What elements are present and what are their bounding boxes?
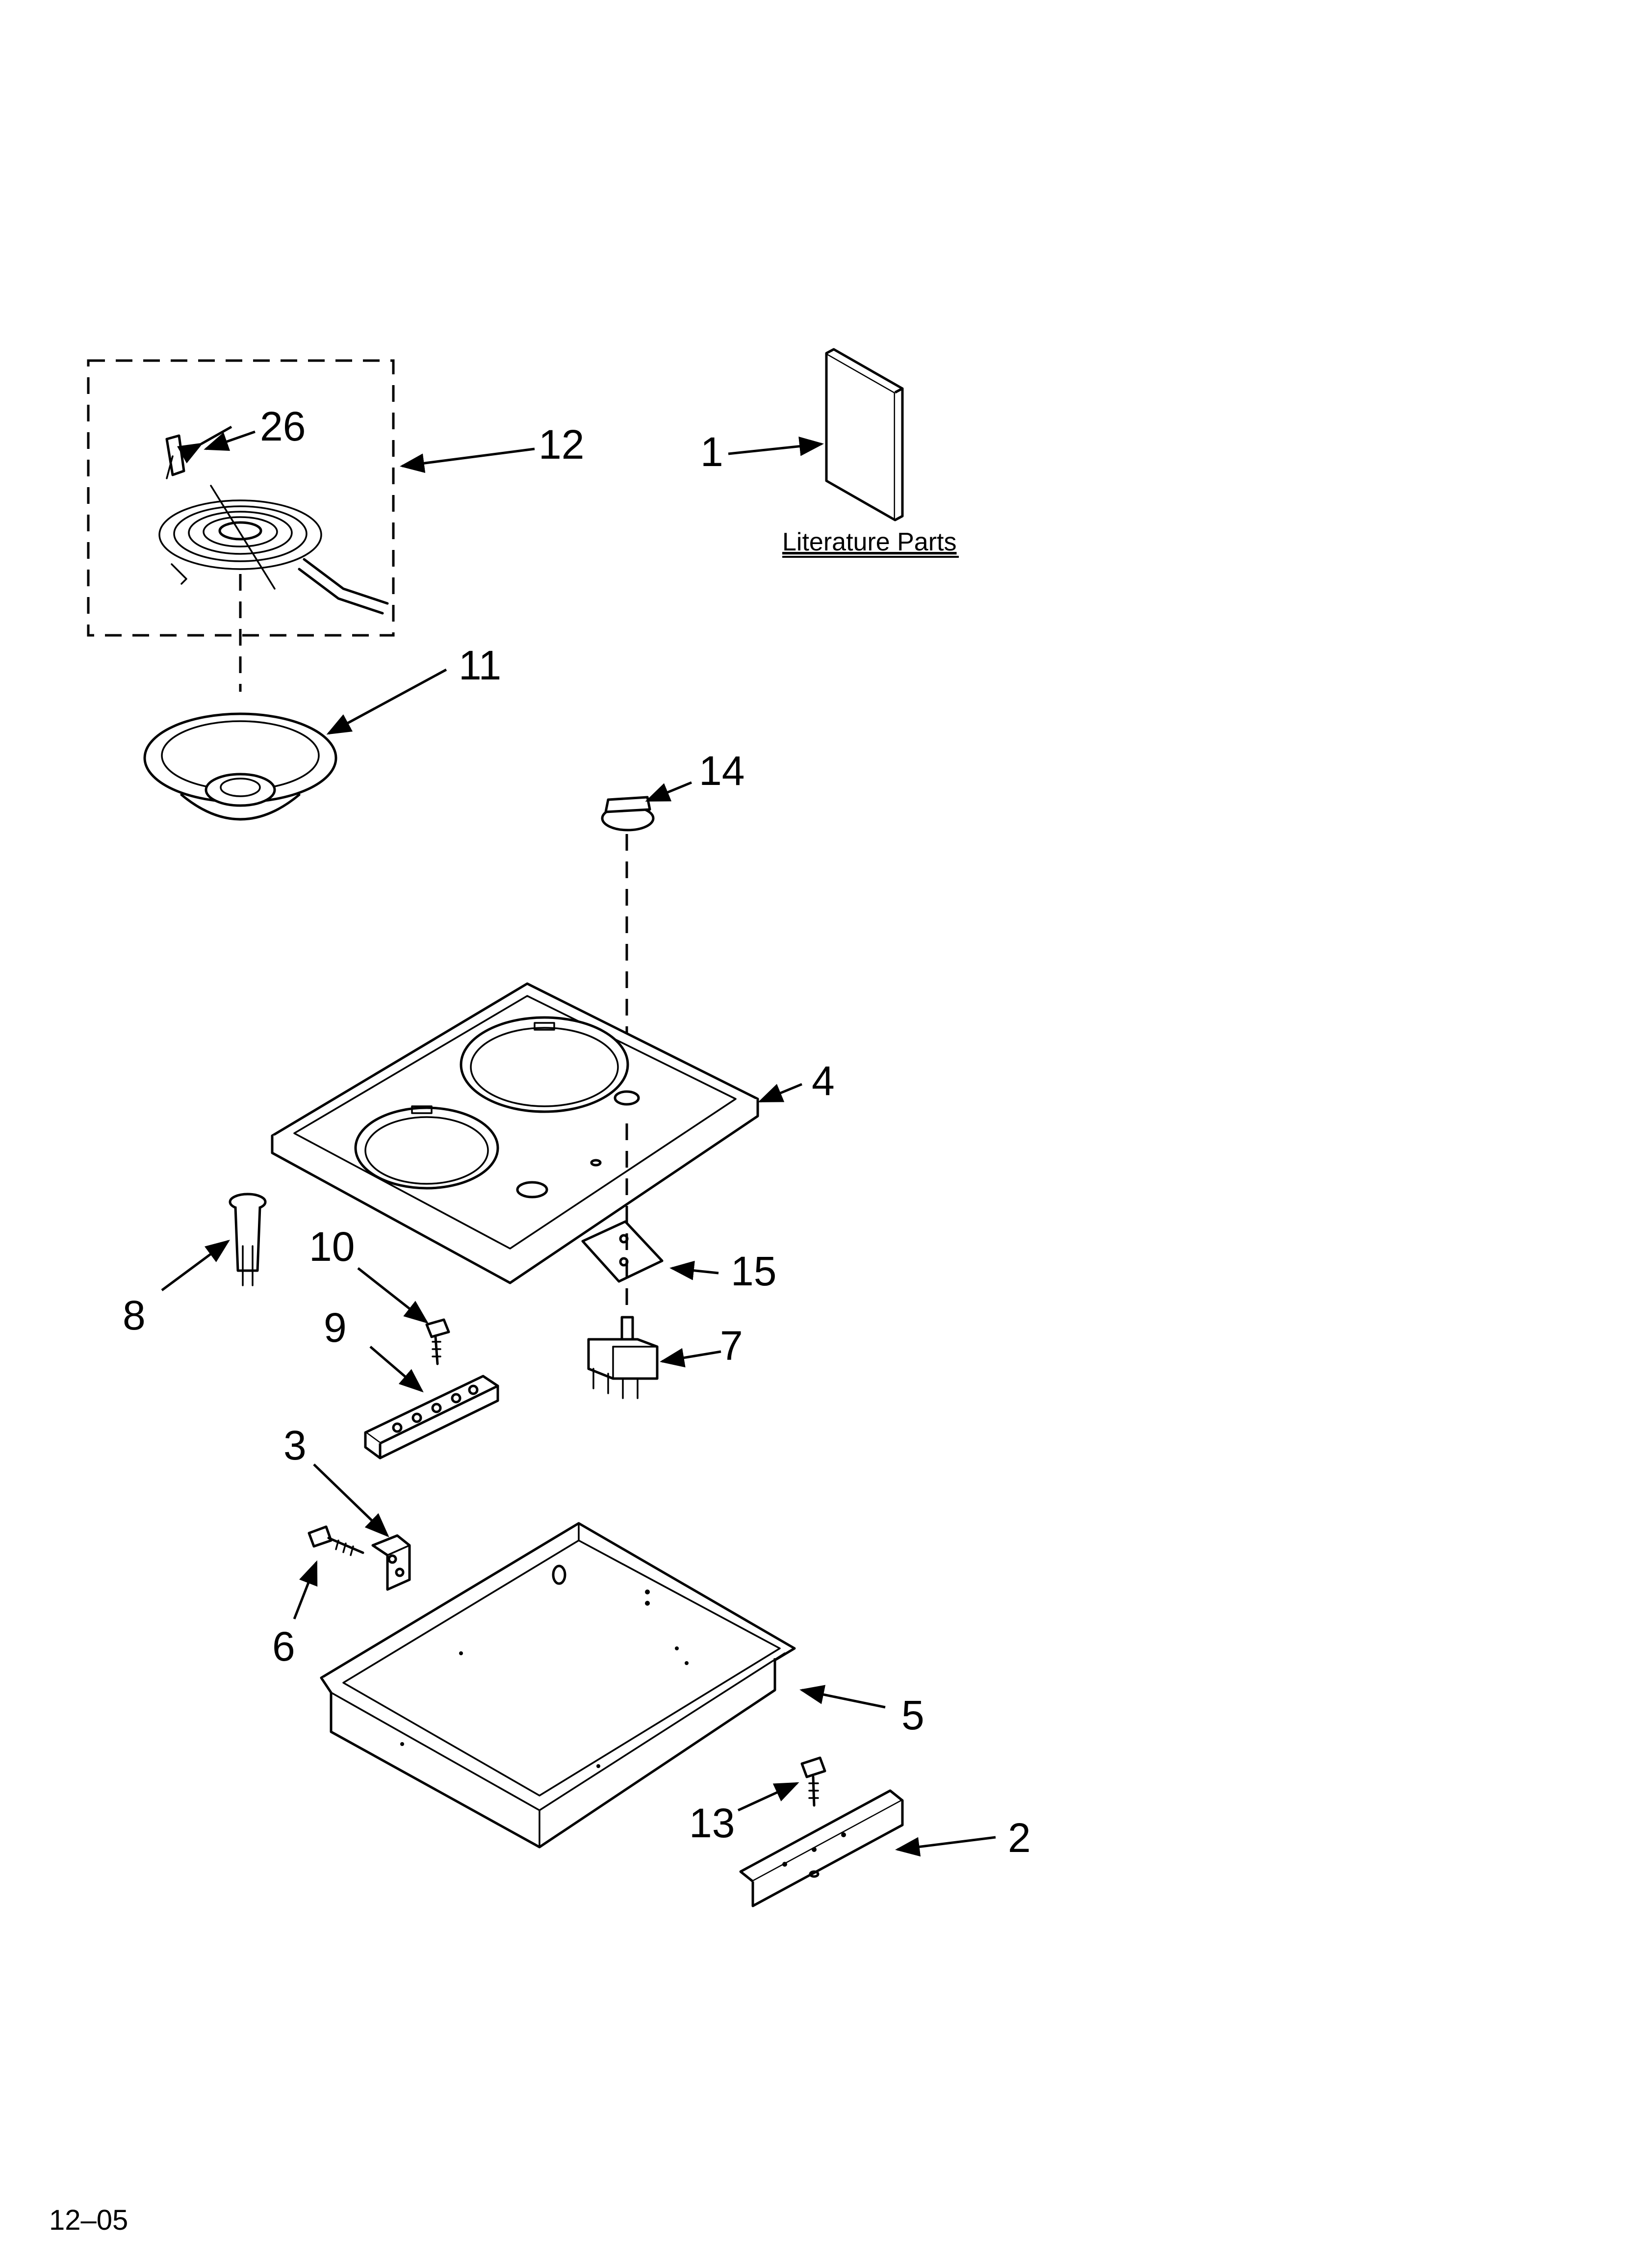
footer-code: 12–05 [49,2204,128,2236]
drip-bowl-part-11 [143,712,337,821]
leader-1 [728,436,824,456]
indicator-light-part-8 [229,1193,267,1286]
surface-element-part-12 [158,485,389,615]
callout-3: 3 [283,1422,307,1468]
leader-4 [758,1083,802,1103]
callout-11: 11 [459,642,501,688]
screw-part-6 [308,1525,364,1556]
leader-9 [369,1346,424,1393]
callout-2: 2 [1008,1815,1031,1861]
mounting-rail-part-2 [739,1789,904,1907]
infinite-switch-part-7 [587,1316,659,1399]
leader-14 [645,781,692,802]
leader-2 [895,1836,996,1857]
leader-12 [400,447,535,473]
callout-14: 14 [699,748,744,794]
leader-5 [799,1685,886,1709]
cooktop-main-top-part-4 [271,982,759,1284]
callout-26: 26 [260,403,306,449]
callout-6: 6 [272,1623,295,1669]
callout-4: 4 [812,1058,835,1104]
literature-parts-label: Literature Parts [782,528,957,556]
callout-10: 10 [309,1224,355,1270]
literature-book-part-1 [825,348,904,521]
leader-6 [293,1560,318,1619]
callout-12: 12 [539,421,584,468]
callout-7: 7 [720,1323,743,1369]
callout-13: 13 [689,1800,735,1846]
element-assembly-box [87,359,395,637]
leader-10 [357,1267,429,1324]
insulator-part-15 [581,1220,664,1283]
mounting-bracket-part-9 [364,1375,499,1460]
control-knob-part-14 [601,796,655,832]
callout-1: 1 [700,429,723,475]
leader-15 [669,1260,719,1280]
angle-bracket-part-3 [371,1534,411,1591]
screw-part-13 [800,1756,826,1807]
leader-8 [161,1240,231,1292]
callout-5: 5 [901,1692,924,1738]
leader-11 [326,668,447,735]
element-bracket-part-26 [165,434,185,479]
leader-26-arrow [204,430,256,451]
callout-15: 15 [731,1248,776,1294]
leader-7 [660,1348,721,1368]
burner-box-part-5 [320,1522,796,1849]
leader-3 [313,1463,389,1538]
leader-13 [737,1782,799,1812]
screw-part-10 [425,1318,450,1365]
callout-9: 9 [324,1304,347,1351]
callout-8: 8 [123,1292,146,1338]
